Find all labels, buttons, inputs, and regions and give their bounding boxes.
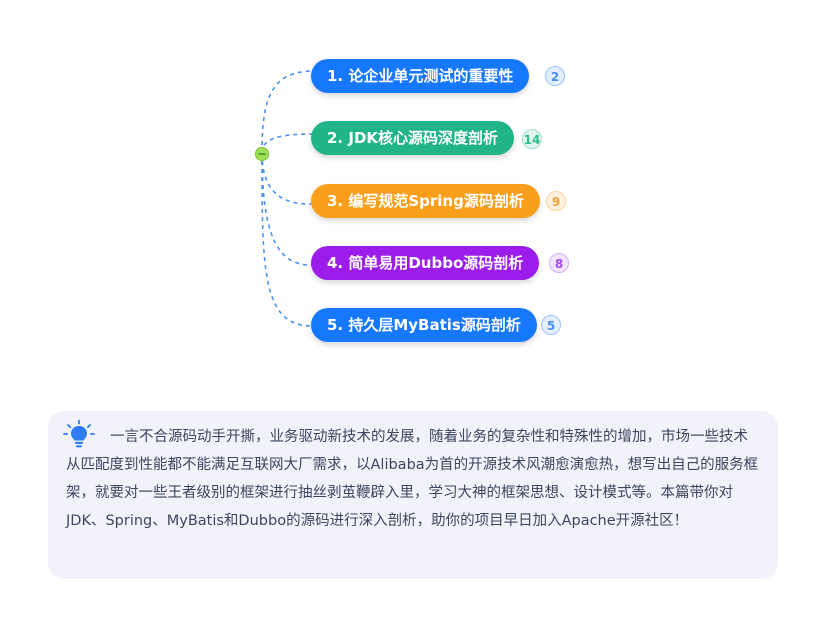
mindmap: 1. 论企业单元测试的重要性 2 2. JDK核心源码深度剖析 14 3. 编写… — [254, 59, 569, 342]
connector-2 — [261, 133, 313, 154]
count-badge-2: 14 — [522, 129, 542, 149]
collapse-icon[interactable] — [254, 146, 270, 162]
connector-4 — [261, 152, 313, 266]
intro-card: 一言不合源码动手开撕，业务驱动新技术的发展，随着业务的复杂性和特殊性的增加，市场… — [48, 411, 778, 579]
count-badge-5: 5 — [541, 315, 561, 335]
topic-node-5[interactable]: 5. 持久层MyBatis源码剖析 — [311, 308, 537, 342]
intro-text: 一言不合源码动手开撕，业务驱动新技术的发展，随着业务的复杂性和特殊性的增加，市场… — [66, 429, 759, 529]
topic-label: 5. 持久层MyBatis源码剖析 — [327, 316, 521, 334]
topic-node-2[interactable]: 2. JDK核心源码深度剖析 — [311, 121, 515, 155]
topic-node-4[interactable]: 4. 简单易用Dubbo源码剖析 — [311, 246, 540, 280]
mindmap-connectors — [254, 70, 313, 327]
count-badge-4: 8 — [549, 253, 569, 273]
count-badge-1: 2 — [545, 66, 565, 86]
topic-label: 4. 简单易用Dubbo源码剖析 — [327, 254, 524, 272]
topic-label: 3. 编写规范Spring源码剖析 — [327, 192, 524, 210]
topic-node-3[interactable]: 3. 编写规范Spring源码剖析 — [311, 184, 540, 218]
topic-node-1[interactable]: 1. 论企业单元测试的重要性 — [311, 59, 530, 93]
connector-5 — [261, 152, 313, 327]
count-badge-3: 9 — [546, 191, 566, 211]
connector-1 — [261, 70, 313, 154]
topic-label: 1. 论企业单元测试的重要性 — [327, 67, 514, 85]
connector-3 — [261, 152, 313, 205]
lightbulb-icon — [63, 419, 95, 448]
topic-label: 2. JDK核心源码深度剖析 — [327, 129, 499, 147]
